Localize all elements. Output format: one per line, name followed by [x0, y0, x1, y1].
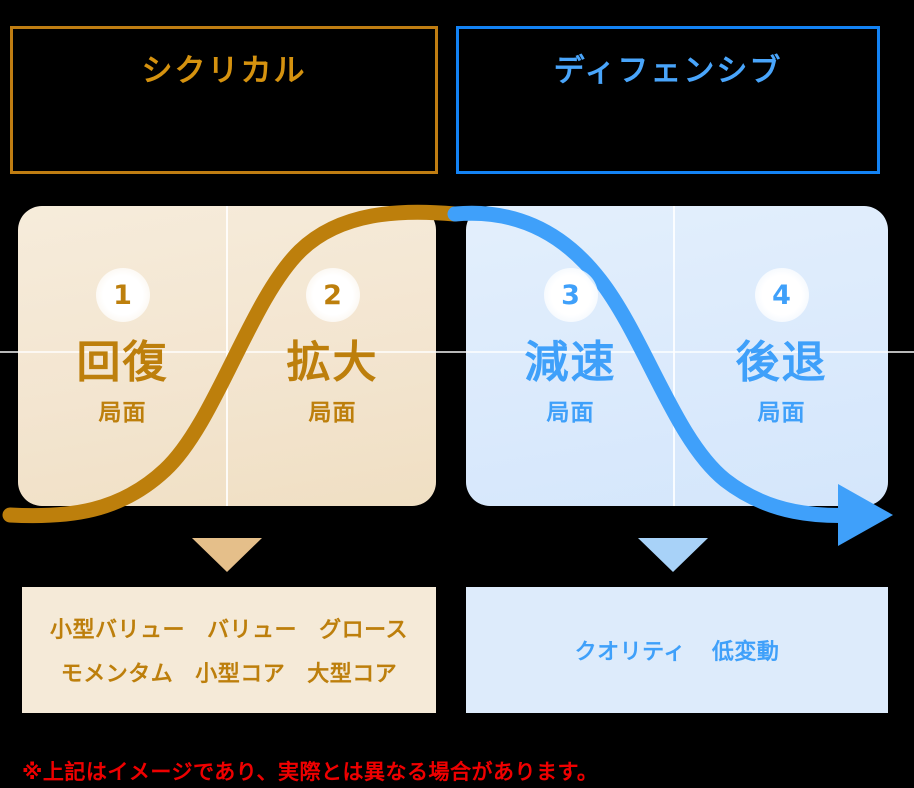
- phase-title-2: 拡大: [286, 337, 379, 388]
- style-box-defensive: クオリティ 低変動: [466, 587, 888, 713]
- phase-cell-1[interactable]: 1 回復 局面: [18, 206, 227, 506]
- style-tag: 低変動: [711, 640, 780, 665]
- phase-title-3: 減速: [524, 337, 617, 388]
- phase-subtitle-2: 局面: [308, 399, 357, 426]
- style-tag: バリュー: [207, 618, 298, 643]
- phase-subtitle-4: 局面: [757, 399, 806, 426]
- phase-badge-3: 3: [543, 268, 598, 322]
- style-row-cyclical-2: モメンタム 小型コア 大型コア: [61, 656, 398, 688]
- header-label-defensive: ディフェンシブ: [553, 53, 783, 89]
- style-tag: モメンタム: [60, 662, 174, 687]
- header-label-cyclical: シクリカル: [141, 53, 307, 89]
- phase-badge-1: 1: [95, 268, 150, 322]
- header-box-defensive: ディフェンシブ: [456, 26, 880, 174]
- down-triangle-icon-defensive: [638, 538, 708, 572]
- phase-badge-4: 4: [754, 268, 809, 322]
- down-triangle-icon-cyclical: [192, 538, 262, 572]
- style-row-cyclical-1: 小型バリュー バリュー グロース: [50, 612, 408, 644]
- phase-cell-3[interactable]: 3 減速 局面: [466, 206, 675, 506]
- style-tag: クオリティ: [574, 640, 686, 665]
- phase-title-4: 後退: [735, 337, 828, 388]
- style-tag: 小型コア: [195, 662, 286, 687]
- style-tag: 大型コア: [307, 662, 398, 687]
- style-box-cyclical: 小型バリュー バリュー グロース モメンタム 小型コア 大型コア: [22, 587, 436, 713]
- style-row-defensive-1: クオリティ 低変動: [575, 634, 780, 666]
- phase-subtitle-1: 局面: [98, 399, 147, 426]
- phase-subtitle-3: 局面: [546, 399, 595, 426]
- phase-badge-2: 2: [305, 268, 360, 322]
- phase-cell-4[interactable]: 4 後退 局面: [677, 206, 886, 506]
- style-tag: 小型バリュー: [50, 618, 186, 643]
- phase-title-1: 回復: [76, 337, 169, 388]
- header-box-cyclical: シクリカル: [10, 26, 438, 174]
- disclaimer-footnote: ※上記はイメージであり、実際とは異なる場合があります。: [22, 760, 599, 784]
- style-tag: グロース: [319, 618, 408, 643]
- phase-cell-2[interactable]: 2 拡大 局面: [228, 206, 437, 506]
